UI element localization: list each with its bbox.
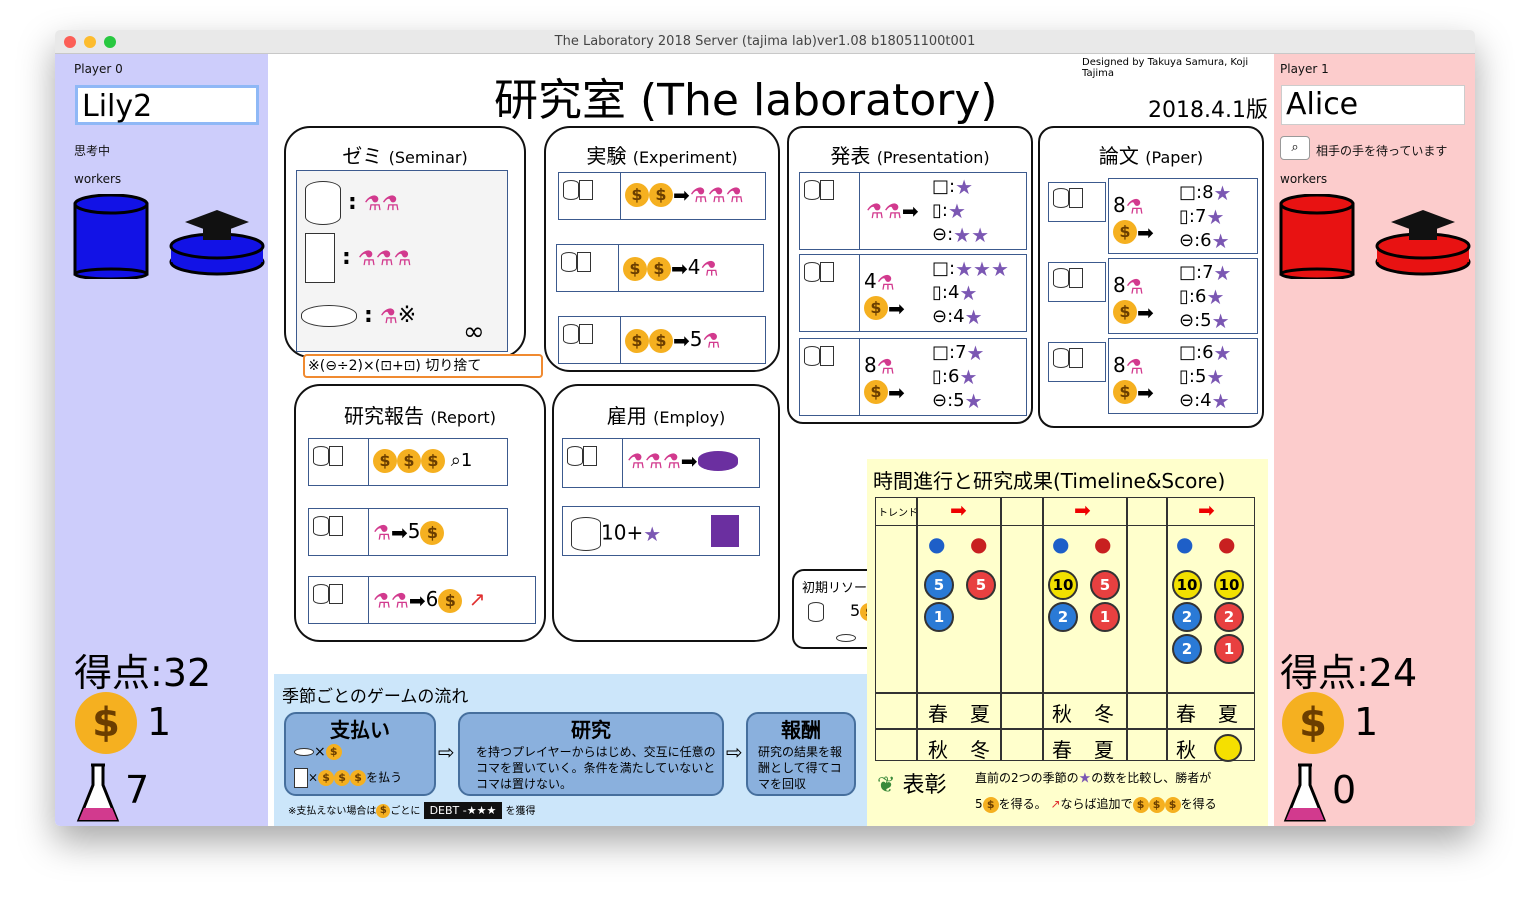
presentation-slot-2[interactable]: 4⚗$➡ □:★★★▯:4★⊖:4★ bbox=[799, 254, 1027, 332]
report-slot-3[interactable]: ⚗⚗➡6$ ↗ bbox=[308, 576, 536, 624]
coin-icon: $ bbox=[1282, 692, 1344, 754]
player1-label: Player 1 bbox=[1280, 62, 1329, 76]
award-desc-2: 5$を得る。 ↗ならば追加で$$$を得る bbox=[975, 796, 1217, 813]
game-board: 研究室 (The laboratory) Designed by Takuya … bbox=[274, 54, 1268, 826]
player0-coins: 1 bbox=[147, 700, 172, 744]
timeline-grid[interactable]: トレンド ➡ ➡ ➡ ● ● ● ● ● ● 5 5 bbox=[875, 497, 1255, 762]
paper-slot-1[interactable]: 8⚗$➡ □:8★▯:7★⊖:6★ bbox=[1108, 178, 1258, 254]
app-window: The Laboratory 2018 Server (tajima lab)v… bbox=[55, 30, 1475, 826]
player0-flasks: 7 bbox=[125, 768, 150, 812]
score-token-2: 2 bbox=[1172, 634, 1202, 664]
score-token-10: 10 bbox=[1214, 570, 1244, 600]
player1-status: 相手の手を待っています bbox=[1316, 144, 1448, 158]
professor-worker-icon bbox=[1375, 210, 1471, 276]
pay-stage: 支払い ×$ ×$$$を払う bbox=[284, 712, 436, 796]
paper-slot-3[interactable]: 8⚗$➡ □:6★▯:5★⊖:4★ bbox=[1108, 338, 1258, 414]
report-slot-1[interactable]: $$$ ⌕1 bbox=[308, 438, 508, 486]
player1-panel: Player 1 Alice ⌕ 相手の手を待っています workers 得点:… bbox=[1274, 54, 1475, 826]
research-stage: 研究 を持つプレイヤーからはじめ、交互に任意のコマを置いていく。条件を満たしてい… bbox=[458, 712, 724, 796]
player1-name-field[interactable]: Alice bbox=[1281, 85, 1465, 125]
board-credit: Designed by Takuya Samura, Koji Tajima bbox=[1082, 57, 1249, 79]
seminar-area[interactable]: ゼミ (Seminar) : ⚗⚗ : ⚗⚗⚗ : ⚗※ ∞ bbox=[284, 126, 526, 358]
player0-score: 得点:32 bbox=[74, 651, 212, 695]
title-bar: The Laboratory 2018 Server (tajima lab)v… bbox=[55, 30, 1475, 54]
experiment-slot-1[interactable]: $$➡⚗⚗⚗ bbox=[558, 172, 766, 220]
seminar-title: ゼミ (Seminar) bbox=[342, 144, 468, 168]
presentation-area[interactable]: 発表 (Presentation) ⚗⚗➡ □:★▯:★⊖:★★ 4⚗$➡ □:… bbox=[787, 126, 1033, 424]
score-token-2: 2 bbox=[1172, 602, 1202, 632]
presentation-title: 発表 (Presentation) bbox=[830, 144, 990, 168]
score-token-1: 1 bbox=[924, 602, 954, 632]
player0-workers[interactable] bbox=[73, 194, 269, 279]
current-season-marker bbox=[1214, 734, 1242, 762]
report-area[interactable]: 研究報告 (Report) $$$ ⌕1 ⚗➡5$ ⚗⚗➡6$ ↗ bbox=[294, 384, 546, 642]
experiment-title: 実験 (Experiment) bbox=[586, 144, 738, 168]
employ-slot-2[interactable]: 10+★ bbox=[562, 506, 760, 556]
player0-panel: Player 0 Lily2 思考中 workers 得点:32 $ 1 7 bbox=[55, 54, 268, 826]
board-title: 研究室 (The laboratory) bbox=[494, 75, 998, 126]
score-token-2: 2 bbox=[1048, 602, 1078, 632]
player0-status: 思考中 bbox=[74, 144, 111, 158]
paper-area[interactable]: 論文 (Paper) 8⚗$➡ □:8★▯:7★⊖:6★ 8⚗$➡ □:7★▯:… bbox=[1038, 126, 1264, 428]
player0-label: Player 0 bbox=[74, 62, 123, 76]
experiment-slot-2[interactable]: $$➡4⚗ bbox=[556, 244, 764, 292]
score-token-10: 10 bbox=[1048, 570, 1078, 600]
player0-name-field[interactable]: Lily2 bbox=[75, 85, 259, 125]
employ-area[interactable]: 雇用 (Employ) ⚗⚗⚗➡ 10+★ bbox=[552, 384, 780, 642]
flask-icon bbox=[1283, 763, 1327, 822]
board-version: 2018.4.1版 bbox=[1148, 98, 1268, 123]
player0-workers-label: workers bbox=[74, 172, 122, 186]
score-token-5: 5 bbox=[966, 570, 996, 600]
presentation-slot-1[interactable]: ⚗⚗➡ □:★▯:★⊖:★★ bbox=[799, 172, 1027, 250]
experiment-area[interactable]: 実験 (Experiment) $$➡⚗⚗⚗ $$➡4⚗ $$➡5⚗ bbox=[544, 126, 780, 372]
waiting-icon: ⌕ bbox=[1280, 136, 1310, 160]
season-flow-panel: 季節ごとのゲームの流れ 支払い ×$ ×$$$を払う ⇨ 研究 を持つプレイヤー… bbox=[274, 674, 867, 826]
seminar-note: ※(⊖÷2)×(⊡+⊡) 切り捨て bbox=[303, 354, 543, 378]
flow-title: 季節ごとのゲームの流れ bbox=[282, 687, 469, 707]
maximize-icon[interactable] bbox=[104, 36, 116, 48]
player1-workers[interactable] bbox=[1279, 194, 1475, 279]
close-icon[interactable] bbox=[64, 36, 76, 48]
minimize-icon[interactable] bbox=[84, 36, 96, 48]
score-token-2: 2 bbox=[1214, 602, 1244, 632]
presentation-slot-3[interactable]: 8⚗$➡ □:7★▯:6★⊖:5★ bbox=[799, 338, 1027, 416]
award-label: ❦ 表彰 bbox=[877, 773, 947, 798]
score-token-5: 5 bbox=[924, 570, 954, 600]
reward-stage: 報酬 研究の結果を報酬として得てコマを回収 bbox=[746, 712, 856, 796]
player1-coins: 1 bbox=[1354, 700, 1379, 744]
paper-title: 論文 (Paper) bbox=[1098, 144, 1204, 168]
experiment-slot-3[interactable]: $$➡5⚗ bbox=[558, 316, 766, 364]
player1-flasks: 0 bbox=[1332, 768, 1357, 812]
professor-worker-icon bbox=[169, 210, 265, 276]
player1-workers-label: workers bbox=[1280, 172, 1328, 186]
score-token-1: 1 bbox=[1090, 602, 1120, 632]
score-token-5: 5 bbox=[1090, 570, 1120, 600]
report-slot-2[interactable]: ⚗➡5$ bbox=[308, 508, 508, 556]
seminar-slot[interactable]: : ⚗⚗ : ⚗⚗⚗ : ⚗※ ∞ bbox=[296, 170, 508, 352]
employ-title: 雇用 (Employ) bbox=[606, 404, 726, 428]
timeline-area: 時間進行と研究成果(Timeline&Score) トレンド ➡ ➡ ➡ ● ●… bbox=[867, 459, 1268, 826]
debt-note: ※支払えない場合は$ごとに DEBT -★★★ を獲得 bbox=[288, 802, 536, 819]
student-worker-icon bbox=[1279, 194, 1355, 279]
employ-slot-1[interactable]: ⚗⚗⚗➡ bbox=[562, 438, 760, 488]
paper-slot-2[interactable]: 8⚗$➡ □:7★▯:6★⊖:5★ bbox=[1108, 258, 1258, 334]
timeline-title: 時間進行と研究成果(Timeline&Score) bbox=[873, 469, 1226, 493]
score-token-10: 10 bbox=[1172, 570, 1202, 600]
award-desc-1: 直前の2つの季節の★の数を比較し、勝者が bbox=[975, 770, 1212, 787]
coin-icon: $ bbox=[75, 692, 137, 754]
player1-score: 得点:24 bbox=[1280, 651, 1418, 695]
report-title: 研究報告 (Report) bbox=[344, 404, 496, 428]
score-token-1: 1 bbox=[1214, 634, 1244, 664]
student-worker-icon bbox=[73, 194, 149, 279]
window-title: The Laboratory 2018 Server (tajima lab)v… bbox=[554, 34, 976, 49]
flask-icon bbox=[76, 763, 120, 822]
